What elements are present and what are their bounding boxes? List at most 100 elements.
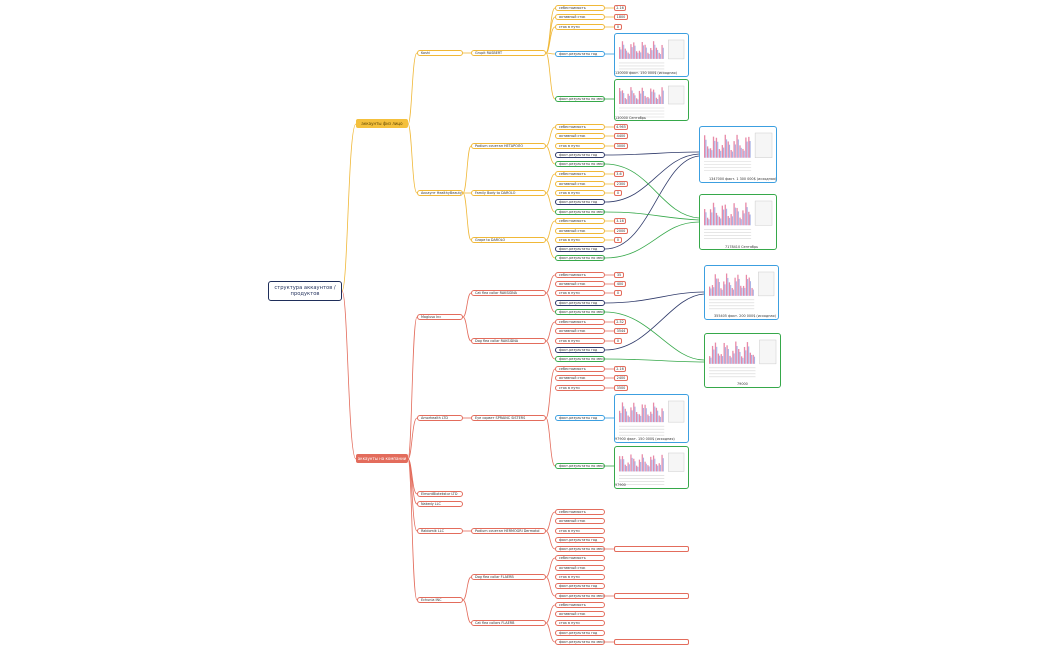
- metric-cost[interactable]: себестоимость: [555, 509, 605, 515]
- thumbnail-bar: [638, 459, 641, 472]
- thumbnail-bar: [630, 87, 632, 104]
- thumbnail-bar: [644, 404, 646, 423]
- chart-thumbnail[interactable]: [614, 446, 689, 489]
- metric-fact-year[interactable]: факт.результаты год: [555, 630, 605, 636]
- category-physical[interactable]: аккаунты физ лицо: [356, 119, 408, 128]
- account-node[interactable]: Echunia INC: [417, 597, 463, 603]
- account-node[interactable]: ElmontBiotekstur LTD: [417, 491, 463, 497]
- empty-placeholder[interactable]: [614, 593, 689, 599]
- thumbnail-bar: [718, 216, 721, 226]
- thumbnail-bar: [630, 44, 632, 59]
- product-node[interactable]: Podium сочетан НЕТАРОЛО: [471, 143, 546, 149]
- product-node[interactable]: Dog flea collar RAKSIDNA: [471, 338, 546, 344]
- chart-thumbnail[interactable]: [614, 33, 689, 77]
- metric-cost[interactable]: себестоимость: [555, 366, 605, 372]
- thumbnail-bar: [619, 47, 621, 59]
- metric-fact-year[interactable]: факт.результаты год: [555, 583, 605, 589]
- metric-cost[interactable]: себестоимость: [555, 319, 605, 325]
- metric-in-transit[interactable]: сток в пути: [555, 290, 605, 296]
- product-node[interactable]: Podium сочетан HERMOGRI Dermatol: [471, 528, 546, 534]
- metric-active-stock[interactable]: активный сток: [555, 14, 605, 20]
- metric-cost[interactable]: себестоимость: [555, 5, 605, 11]
- account-node[interactable]: Amorhealth LTD: [417, 415, 463, 421]
- thumbnail-bar: [633, 402, 635, 423]
- category-companies[interactable]: аккаунты на компании: [356, 454, 408, 463]
- chart-thumbnail[interactable]: [704, 265, 779, 320]
- metric-cost[interactable]: себестоимость: [555, 124, 605, 130]
- thumbnail-bar: [742, 210, 744, 226]
- metric-in-transit[interactable]: сток в пути: [555, 190, 605, 196]
- chart-thumbnail[interactable]: [704, 333, 781, 388]
- account-node[interactable]: Nakedy LLC: [417, 501, 463, 507]
- metric-in-transit[interactable]: сток в пути: [555, 143, 605, 149]
- account-node[interactable]: Magluso Inc: [417, 314, 463, 320]
- thumbnail-bar: [733, 353, 735, 364]
- metric-fact-month[interactable]: факт.результаты по месяцам: [555, 593, 605, 599]
- product-node[interactable]: Cat flea collars FLAERB: [471, 620, 546, 626]
- thumbnail-bar: [659, 416, 662, 423]
- metric-cost[interactable]: себестоимость: [555, 272, 605, 278]
- product-node[interactable]: Eye сорвет SPRAINC SISTERS: [471, 415, 546, 421]
- metric-fact-year[interactable]: факт.результаты год: [555, 300, 605, 306]
- metric-in-transit[interactable]: сток в пути: [555, 528, 605, 534]
- thumbnail-bar: [746, 207, 748, 226]
- metric-fact-year[interactable]: факт.результаты год: [555, 246, 605, 252]
- metric-active-stock[interactable]: активный сток: [555, 565, 605, 571]
- metric-fact-month[interactable]: факт.результаты по месяцам: [555, 309, 605, 315]
- thumbnail-bar: [648, 416, 650, 423]
- metric-fact-month[interactable]: факт.результаты по месяцам: [555, 546, 605, 552]
- metric-fact-year[interactable]: факт.результаты год: [555, 51, 605, 57]
- metric-cost[interactable]: себестоимость: [555, 171, 605, 177]
- thumbnail-bar: [748, 136, 750, 158]
- metric-active-stock[interactable]: активный сток: [555, 133, 605, 139]
- metric-cost[interactable]: себестоимость: [555, 602, 605, 608]
- metric-fact-month[interactable]: факт.результаты по месяцам: [555, 356, 605, 362]
- metric-fact-month[interactable]: факт.результаты по месяцам: [555, 639, 605, 645]
- metric-active-stock[interactable]: активный сток: [555, 328, 605, 334]
- metric-fact-month[interactable]: факт.результаты по месяцам: [555, 463, 605, 469]
- account-node[interactable]: Koshi: [417, 50, 463, 56]
- product-node[interactable]: Grupit RASBERT: [471, 50, 546, 56]
- thumbnail-bar: [728, 144, 731, 158]
- empty-placeholder[interactable]: [614, 639, 689, 645]
- product-node[interactable]: Cat flea collar RAKSIDNA: [471, 290, 546, 296]
- metric-active-stock[interactable]: активный сток: [555, 611, 605, 617]
- metric-fact-month[interactable]: факт.результаты по месяцам: [555, 161, 605, 167]
- metric-fact-year[interactable]: факт.результаты год: [555, 415, 605, 421]
- product-node[interactable]: Grape to DAROLO: [471, 237, 546, 243]
- metric-fact-year[interactable]: факт.результаты год: [555, 537, 605, 543]
- chart-thumbnail[interactable]: [699, 126, 777, 183]
- product-node[interactable]: Family Body to DAROLO: [471, 190, 546, 196]
- chart-thumbnail[interactable]: [614, 79, 689, 121]
- metric-in-transit[interactable]: сток в пути: [555, 338, 605, 344]
- metric-active-stock[interactable]: активный сток: [555, 181, 605, 187]
- metric-active-stock[interactable]: активный сток: [555, 281, 605, 287]
- metric-in-transit[interactable]: сток в пути: [555, 574, 605, 580]
- thumbnail-bar: [645, 463, 647, 472]
- thumbnail-bar: [749, 141, 751, 158]
- metric-fact-month[interactable]: факт.результаты по месяцам: [555, 96, 605, 102]
- thumbnail-bar: [650, 88, 652, 104]
- chart-thumbnail[interactable]: [614, 394, 689, 443]
- metric-fact-year[interactable]: факт.результаты год: [555, 347, 605, 353]
- product-node[interactable]: Dog flea collar FLAERB: [471, 574, 546, 580]
- metric-in-transit[interactable]: сток в пути: [555, 385, 605, 391]
- metric-cost[interactable]: себестоимость: [555, 218, 605, 224]
- metric-fact-month[interactable]: факт.результаты по месяцам: [555, 209, 605, 215]
- metric-in-transit[interactable]: сток в пути: [555, 24, 605, 30]
- metric-in-transit[interactable]: сток в пути: [555, 620, 605, 626]
- metric-fact-month[interactable]: факт.результаты по месяцам: [555, 255, 605, 261]
- metric-fact-year[interactable]: факт.результаты год: [555, 152, 605, 158]
- account-node[interactable]: Аккаунт HealthyBeauty: [417, 190, 463, 196]
- metric-in-transit[interactable]: сток в пути: [555, 237, 605, 243]
- chart-thumbnail[interactable]: [699, 194, 777, 250]
- metric-active-stock[interactable]: активный сток: [555, 518, 605, 524]
- root-node[interactable]: структура аккаунтов / продуктов: [268, 281, 342, 301]
- account-node[interactable]: Rabiomik LLC: [417, 528, 463, 534]
- metric-cost[interactable]: себестоимость: [555, 555, 605, 561]
- thumbnail-caption: 97900: [615, 483, 626, 487]
- empty-placeholder[interactable]: [614, 546, 689, 552]
- metric-active-stock[interactable]: активный сток: [555, 375, 605, 381]
- metric-fact-year[interactable]: факт.результаты год: [555, 199, 605, 205]
- metric-active-stock[interactable]: активный сток: [555, 228, 605, 234]
